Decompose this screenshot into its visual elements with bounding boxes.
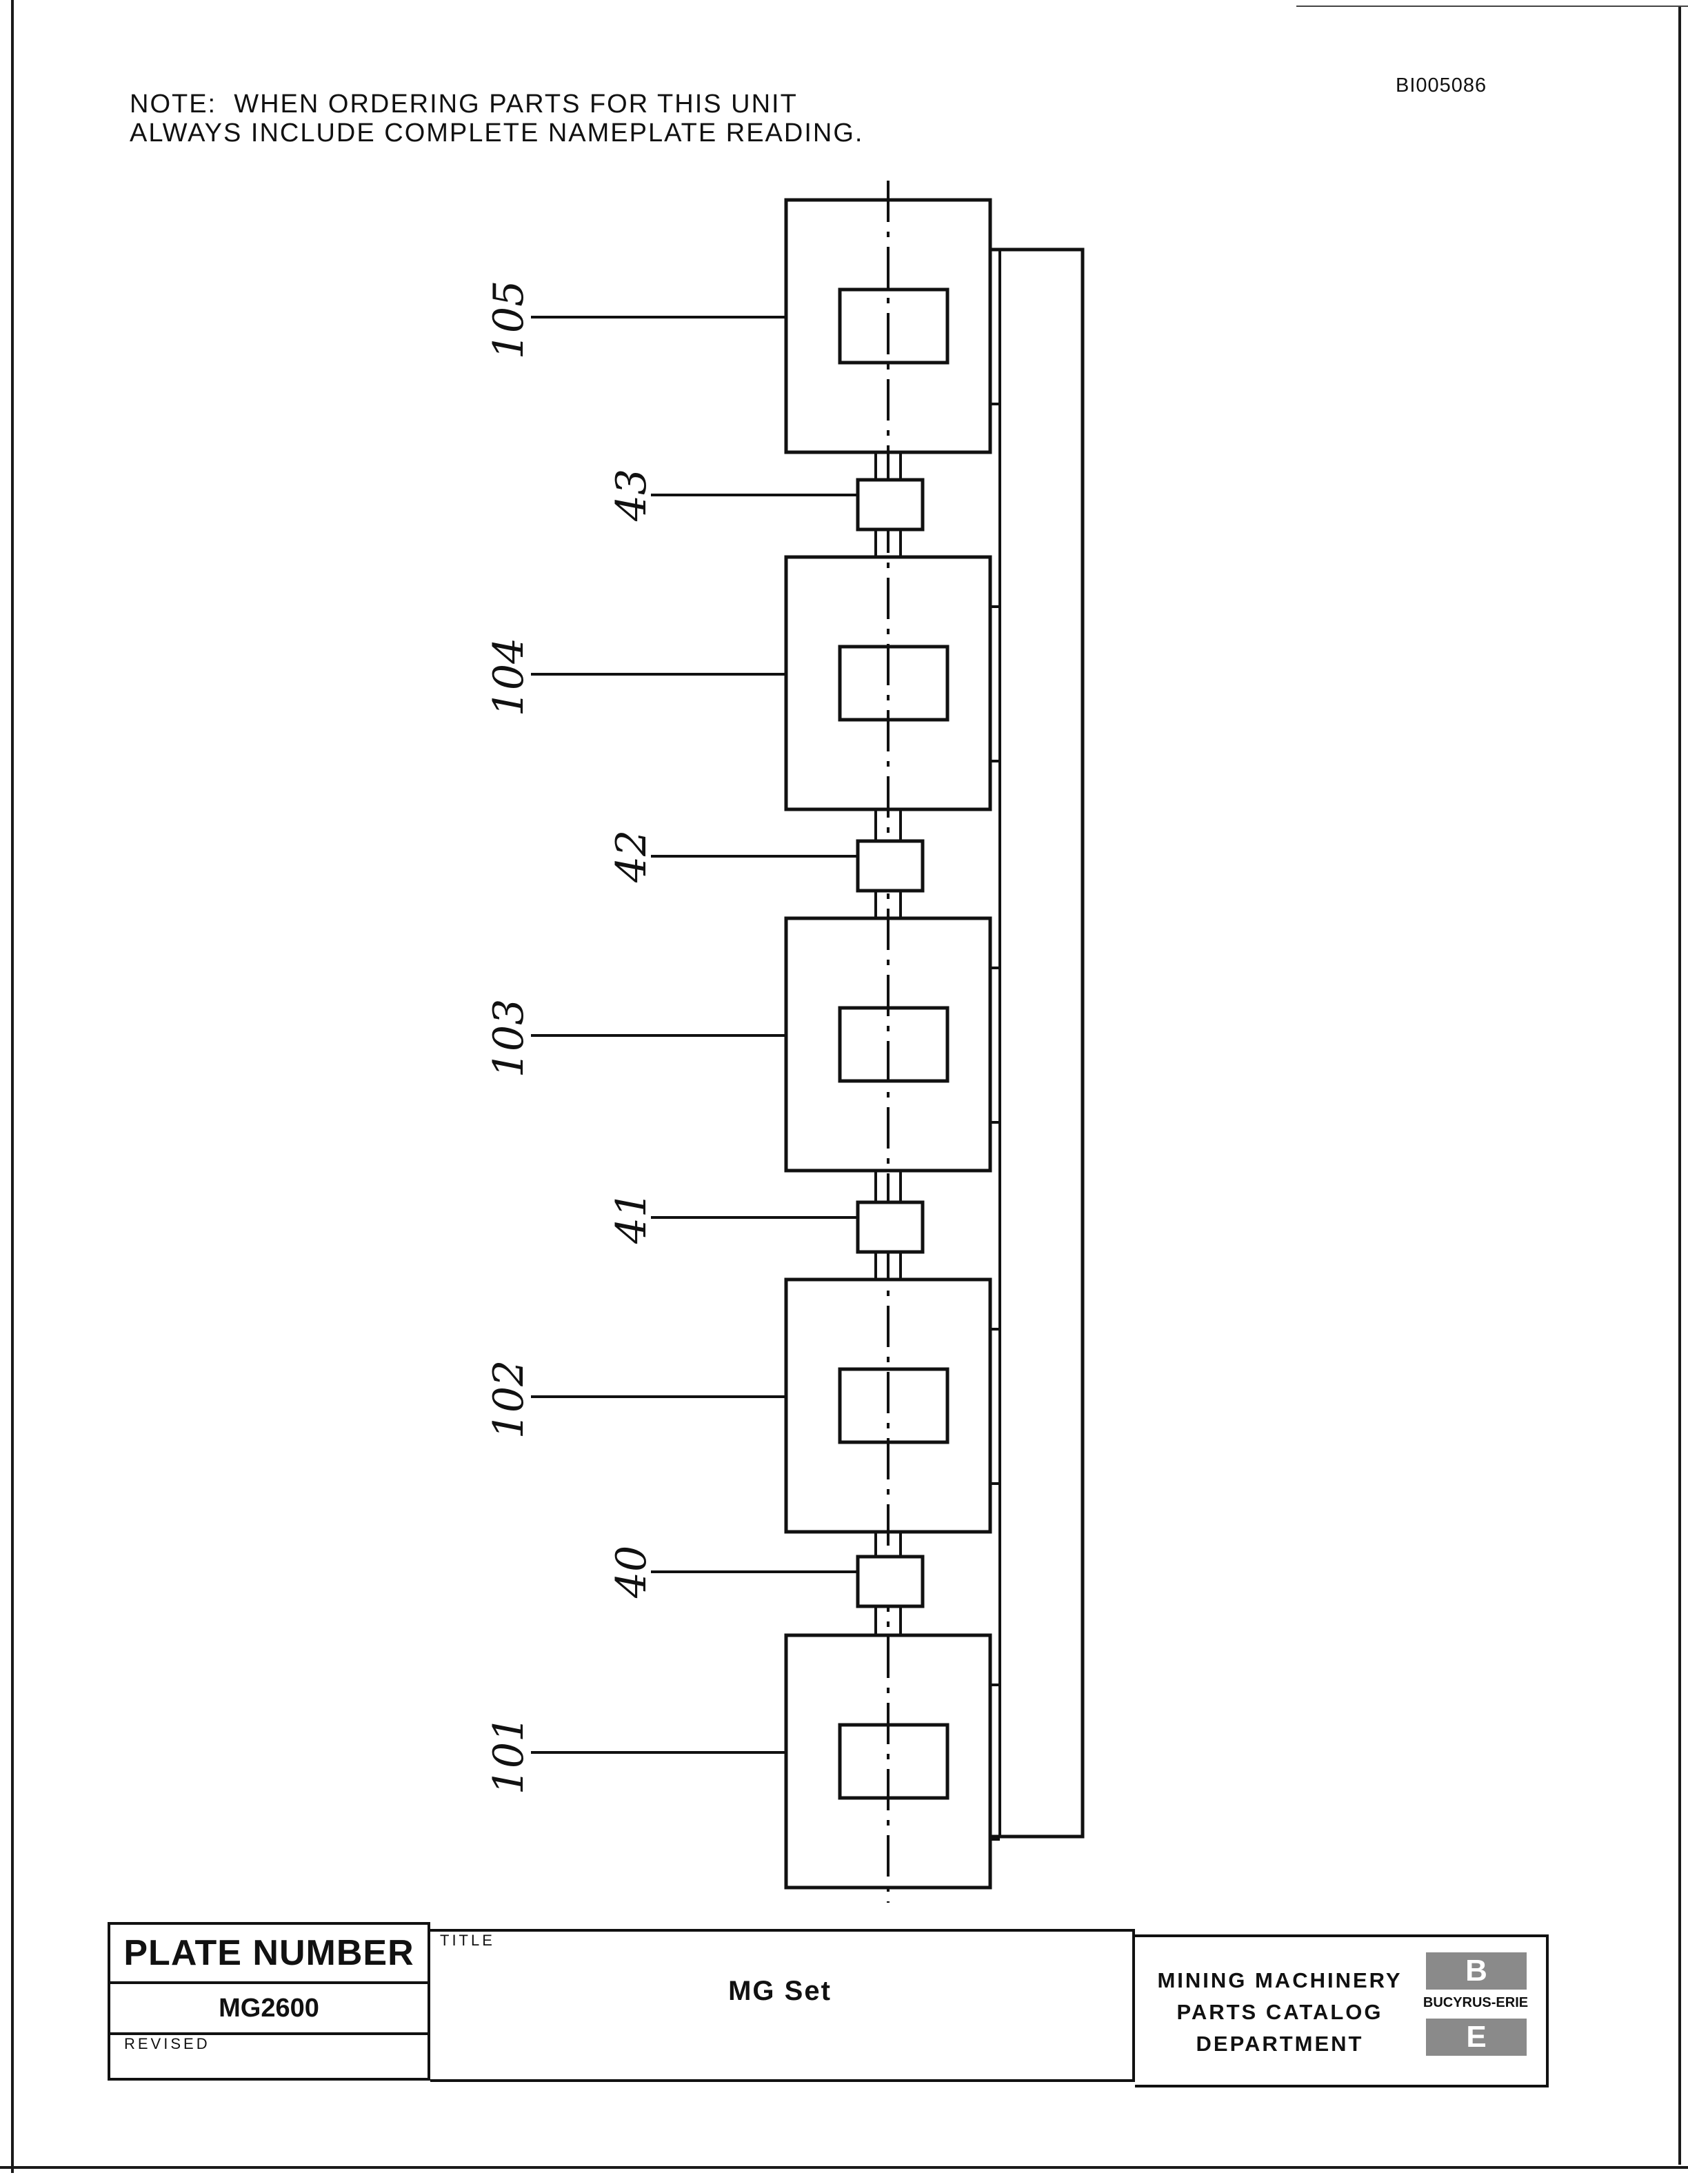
machine-unit-101 (784, 1633, 992, 1890)
diagram-drawing: 105 104 103 102 101 43 42 41 40 (485, 181, 1085, 1903)
plate-number-box: PLATE NUMBER MG2600 REVISED (108, 1922, 430, 2081)
coupling-41 (856, 1200, 925, 1254)
right-page-edge (1678, 7, 1681, 2165)
coupling-42 (856, 839, 925, 893)
plate-number: MG2600 (110, 1984, 428, 2035)
department-name: MINING MACHINERY PARTS CATALOG DEPARTMEN… (1157, 1968, 1403, 2056)
callout-43: 43 (607, 469, 656, 522)
bucyrus-erie-logo: B BUCYRUS-ERIE E (1416, 1952, 1529, 2070)
callout-41: 41 (607, 1191, 656, 1244)
callout-40: 40 (607, 1546, 656, 1599)
coupling-40 (856, 1555, 925, 1608)
department-box: MINING MACHINERY PARTS CATALOG DEPARTMEN… (1135, 1934, 1549, 2087)
callout-104: 104 (485, 638, 533, 717)
callout-102: 102 (485, 1360, 533, 1439)
document-id: BI005086 (1396, 74, 1487, 97)
bottom-page-edge (0, 2166, 1688, 2169)
revised-label: REVISED (124, 2035, 210, 2052)
coupling-43 (856, 478, 925, 532)
machine-window-103 (838, 1006, 950, 1083)
plate-number-label: PLATE NUMBER (110, 1925, 428, 1984)
logo-e-block: E (1426, 2019, 1527, 2056)
callout-105: 105 (485, 281, 533, 360)
machine-unit-105 (784, 198, 992, 454)
logo-company-name: BUCYRUS-ERIE (1423, 1995, 1529, 2010)
drawing-title: MG Set (728, 1976, 832, 2006)
title-block: PLATE NUMBER MG2600 REVISED TITLE MG Set… (108, 1922, 1550, 2087)
machine-window-102 (838, 1367, 950, 1444)
callout-42: 42 (607, 830, 656, 883)
ordering-note: NOTE: WHEN ORDERING PARTS FOR THIS UNIT … (130, 90, 864, 148)
logo-b-block: B (1426, 1952, 1527, 1990)
title-label: TITLE (440, 1932, 495, 1949)
callout-101: 101 (485, 1716, 533, 1795)
machine-unit-104 (784, 555, 992, 811)
machine-window-105 (838, 287, 950, 365)
machine-window-101 (838, 1723, 950, 1800)
left-page-edge (11, 0, 14, 2173)
top-rule (1296, 6, 1688, 7)
title-box: TITLE MG Set (430, 1929, 1135, 2082)
machine-unit-103 (784, 916, 992, 1173)
bus-bar (990, 247, 1085, 1839)
machine-window-104 (838, 645, 950, 722)
machine-unit-102 (784, 1277, 992, 1534)
callout-103: 103 (485, 999, 533, 1078)
